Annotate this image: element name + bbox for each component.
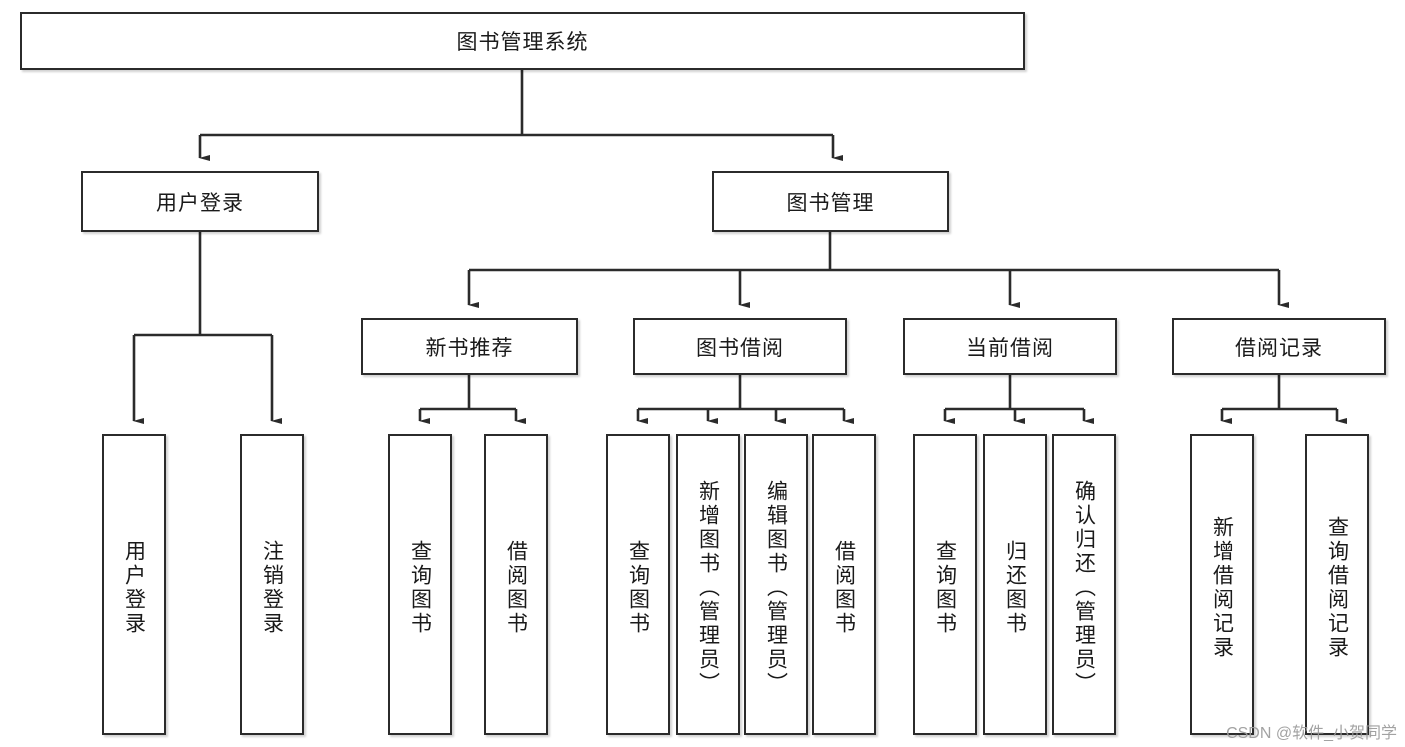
node-current-borrow[interactable]: 当前借阅	[903, 318, 1117, 375]
leaf-borrow-add-book-admin-label: 新增图书（管理员）	[696, 479, 720, 696]
node-current-borrow-label: 当前借阅	[966, 336, 1054, 360]
leaf-newbook-borrow-books[interactable]: 借阅图书	[484, 434, 548, 735]
leaf-borrow-borrow-books[interactable]: 借阅图书	[812, 434, 876, 735]
leaf-current-return-books[interactable]: 归还图书	[983, 434, 1047, 735]
node-new-book-recommend-label: 新书推荐	[425, 336, 514, 360]
node-root-label: 图书管理系统	[456, 31, 589, 54]
leaf-records-add-record[interactable]: 新增借阅记录	[1190, 434, 1254, 735]
node-book-borrow-label: 图书借阅	[696, 336, 784, 360]
leaf-borrow-add-book-admin[interactable]: 新增图书（管理员）	[676, 434, 740, 735]
leaf-user-login[interactable]: 用户登录	[102, 434, 166, 735]
leaf-records-query-record[interactable]: 查询借阅记录	[1305, 434, 1369, 735]
node-borrow-records[interactable]: 借阅记录	[1172, 318, 1386, 375]
leaf-current-query-books[interactable]: 查询图书	[913, 434, 977, 735]
leaf-current-return-books-label: 归还图书	[1003, 539, 1027, 636]
node-user-login-label: 用户登录	[156, 191, 244, 215]
leaf-borrow-edit-book-admin-label: 编辑图书（管理员）	[764, 479, 788, 696]
leaf-user-login-label: 用户登录	[122, 539, 146, 636]
node-book-management-label: 图书管理	[786, 191, 875, 215]
leaf-borrow-query-books[interactable]: 查询图书	[606, 434, 670, 735]
leaf-newbook-borrow-books-label: 借阅图书	[504, 539, 528, 636]
leaf-records-add-record-label: 新增借阅记录	[1210, 515, 1234, 660]
node-root[interactable]: 图书管理系统	[20, 12, 1025, 70]
leaf-current-confirm-return-admin[interactable]: 确认归还（管理员）	[1052, 434, 1116, 735]
leaf-borrow-query-books-label: 查询图书	[626, 539, 650, 636]
leaf-current-query-books-label: 查询图书	[933, 539, 957, 636]
leaf-logout-label: 注销登录	[260, 539, 284, 636]
leaf-logout[interactable]: 注销登录	[240, 434, 304, 735]
node-user-login[interactable]: 用户登录	[81, 171, 319, 232]
node-new-book-recommend[interactable]: 新书推荐	[361, 318, 578, 375]
leaf-newbook-query-books-label: 查询图书	[408, 539, 432, 636]
node-book-borrow[interactable]: 图书借阅	[633, 318, 847, 375]
leaf-newbook-query-books[interactable]: 查询图书	[388, 434, 452, 735]
leaf-borrow-borrow-books-label: 借阅图书	[832, 539, 856, 636]
node-book-management[interactable]: 图书管理	[712, 171, 949, 232]
leaf-records-query-record-label: 查询借阅记录	[1325, 515, 1349, 660]
leaf-current-confirm-return-admin-label: 确认归还（管理员）	[1072, 479, 1096, 696]
node-borrow-records-label: 借阅记录	[1235, 336, 1323, 360]
leaf-borrow-edit-book-admin[interactable]: 编辑图书（管理员）	[744, 434, 808, 735]
watermark-text: CSDN @软件_小贺同学	[1226, 725, 1397, 742]
